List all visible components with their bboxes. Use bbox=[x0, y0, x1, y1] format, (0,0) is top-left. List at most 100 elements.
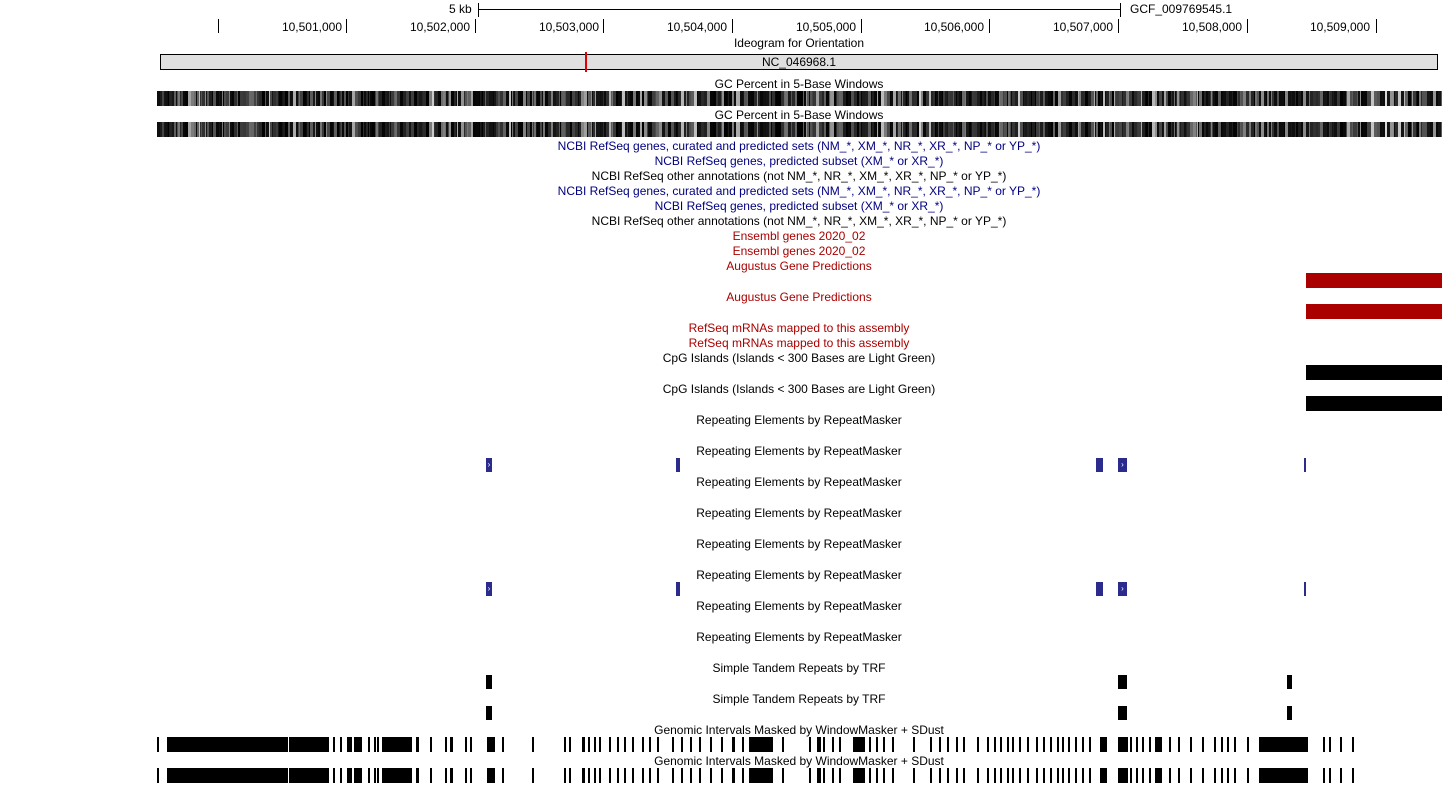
masked-interval[interactable] bbox=[594, 737, 596, 752]
tandem-repeat-feature[interactable] bbox=[486, 706, 492, 720]
masked-interval[interactable] bbox=[853, 768, 865, 783]
masked-interval[interactable] bbox=[1234, 737, 1236, 752]
masked-interval[interactable] bbox=[782, 768, 784, 783]
masked-interval[interactable] bbox=[1100, 737, 1107, 752]
masked-interval[interactable] bbox=[1136, 768, 1138, 783]
masked-interval[interactable] bbox=[1202, 768, 1204, 783]
masked-interval[interactable] bbox=[588, 737, 590, 752]
masked-interval[interactable] bbox=[876, 768, 878, 783]
track-label-repeatmasker[interactable]: Repeating Elements by RepeatMasker bbox=[696, 444, 902, 458]
masked-interval[interactable] bbox=[876, 737, 878, 752]
track-label-gc-percent[interactable]: GC Percent in 5-Base Windows bbox=[714, 77, 884, 91]
masked-interval[interactable] bbox=[157, 737, 159, 752]
masked-interval[interactable] bbox=[839, 768, 841, 783]
repeat-element-feature[interactable] bbox=[1304, 582, 1306, 596]
masked-interval[interactable] bbox=[1089, 768, 1091, 783]
masked-interval[interactable] bbox=[823, 768, 825, 783]
masked-interval[interactable] bbox=[374, 768, 376, 783]
repeat-element-feature[interactable] bbox=[1304, 458, 1306, 472]
masked-interval[interactable] bbox=[1142, 737, 1144, 752]
masked-interval[interactable] bbox=[1178, 737, 1180, 752]
masked-interval[interactable] bbox=[588, 768, 590, 783]
track-label-augustus[interactable]: Augustus Gene Predictions bbox=[726, 290, 872, 304]
masked-interval[interactable] bbox=[1169, 737, 1171, 752]
masked-interval[interactable] bbox=[1155, 737, 1162, 752]
track-label-windowmasker[interactable]: Genomic Intervals Masked by WindowMasker… bbox=[654, 723, 944, 737]
masked-interval[interactable] bbox=[869, 737, 871, 752]
masked-interval[interactable] bbox=[502, 768, 504, 783]
masked-interval[interactable] bbox=[1259, 737, 1308, 752]
masked-interval[interactable] bbox=[913, 737, 915, 752]
masked-interval[interactable] bbox=[699, 737, 701, 752]
masked-interval[interactable] bbox=[642, 737, 644, 752]
windowmasker-features[interactable] bbox=[155, 737, 1443, 752]
masked-interval[interactable] bbox=[632, 737, 634, 752]
masked-interval[interactable] bbox=[1050, 768, 1052, 783]
masked-interval[interactable] bbox=[1057, 737, 1059, 752]
repeat-element-feature[interactable]: › bbox=[486, 458, 492, 472]
masked-interval[interactable] bbox=[569, 768, 571, 783]
masked-interval[interactable] bbox=[1329, 768, 1331, 783]
masked-interval[interactable] bbox=[347, 768, 352, 783]
masked-interval[interactable] bbox=[1202, 737, 1204, 752]
masked-interval[interactable] bbox=[1043, 737, 1045, 752]
masked-interval[interactable] bbox=[1130, 737, 1132, 752]
masked-interval[interactable] bbox=[382, 737, 412, 752]
masked-interval[interactable] bbox=[853, 737, 865, 752]
masked-interval[interactable] bbox=[1130, 768, 1132, 783]
tandem-repeat-feature[interactable] bbox=[486, 675, 492, 689]
masked-interval[interactable] bbox=[1118, 768, 1128, 783]
masked-interval[interactable] bbox=[690, 737, 692, 752]
masked-interval[interactable] bbox=[1007, 768, 1009, 783]
repeat-element-feature[interactable] bbox=[1096, 458, 1103, 472]
masked-interval[interactable] bbox=[710, 768, 712, 783]
repeat-element-feature[interactable] bbox=[1096, 582, 1103, 596]
masked-interval[interactable] bbox=[289, 768, 329, 783]
masked-interval[interactable] bbox=[1221, 768, 1223, 783]
masked-interval[interactable] bbox=[1247, 768, 1249, 783]
masked-interval[interactable] bbox=[672, 737, 674, 752]
track-label-repeatmasker[interactable]: Repeating Elements by RepeatMasker bbox=[696, 506, 902, 520]
masked-interval[interactable] bbox=[956, 768, 958, 783]
masked-interval[interactable] bbox=[1221, 737, 1223, 752]
masked-interval[interactable] bbox=[721, 768, 723, 783]
masked-interval[interactable] bbox=[1089, 737, 1091, 752]
masked-interval[interactable] bbox=[1234, 768, 1236, 783]
masked-interval[interactable] bbox=[947, 768, 949, 783]
masked-interval[interactable] bbox=[1190, 737, 1192, 752]
track-label-ensembl-genes[interactable]: Ensembl genes 2020_02 bbox=[732, 244, 866, 258]
masked-interval[interactable] bbox=[1027, 768, 1029, 783]
masked-interval[interactable] bbox=[222, 737, 288, 752]
masked-interval[interactable] bbox=[657, 737, 659, 752]
masked-interval[interactable] bbox=[599, 768, 601, 783]
masked-interval[interactable] bbox=[1007, 737, 1009, 752]
masked-interval[interactable] bbox=[721, 737, 723, 752]
masked-interval[interactable] bbox=[354, 768, 362, 783]
masked-interval[interactable] bbox=[582, 768, 585, 783]
masked-interval[interactable] bbox=[1142, 768, 1144, 783]
masked-interval[interactable] bbox=[222, 768, 288, 783]
masked-interval[interactable] bbox=[1136, 737, 1138, 752]
masked-interval[interactable] bbox=[913, 768, 915, 783]
masked-interval[interactable] bbox=[1227, 768, 1229, 783]
masked-interval[interactable] bbox=[1352, 768, 1354, 783]
masked-interval[interactable] bbox=[487, 737, 495, 752]
masked-interval[interactable] bbox=[167, 737, 222, 752]
masked-interval[interactable] bbox=[742, 768, 744, 783]
masked-interval[interactable] bbox=[809, 737, 811, 752]
track-label-ncbi-refseq-other[interactable]: NCBI RefSeq other annotations (not NM_*,… bbox=[591, 214, 1007, 228]
masked-interval[interactable] bbox=[532, 768, 534, 783]
masked-interval[interactable] bbox=[809, 768, 811, 783]
masked-interval[interactable] bbox=[157, 768, 159, 783]
masked-interval[interactable] bbox=[340, 768, 342, 783]
masked-interval[interactable] bbox=[470, 737, 472, 752]
repeat-element-feature[interactable] bbox=[676, 582, 680, 596]
gc-percent-wiggle[interactable] bbox=[157, 91, 1443, 106]
masked-interval[interactable] bbox=[569, 737, 571, 752]
masked-interval[interactable] bbox=[374, 737, 376, 752]
masked-interval[interactable] bbox=[1075, 737, 1077, 752]
masked-interval[interactable] bbox=[947, 737, 949, 752]
masked-interval[interactable] bbox=[354, 737, 362, 752]
masked-interval[interactable] bbox=[1118, 737, 1128, 752]
masked-interval[interactable] bbox=[1036, 737, 1038, 752]
